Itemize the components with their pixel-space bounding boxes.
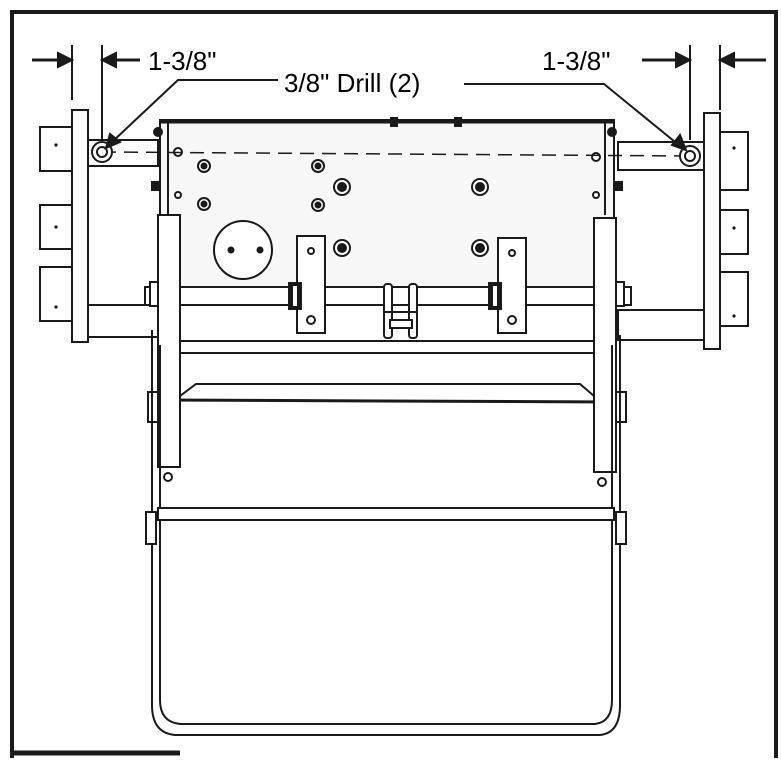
right-dimension-marker — [642, 45, 766, 140]
round-cover — [213, 220, 273, 280]
left-mounting-bracket — [39, 109, 159, 343]
rod-brackets — [288, 235, 527, 339]
drill-centerline — [101, 151, 691, 157]
cross-member — [159, 340, 615, 404]
drill-holes — [91, 141, 701, 167]
drawing-border — [10, 10, 778, 758]
right-mounting-bracket — [617, 112, 749, 350]
lower-frame-loop — [145, 330, 627, 736]
right-dimension-label: 1-3/8" — [542, 46, 611, 76]
plate-holes — [173, 147, 601, 280]
drill-callout-label: 3/8" Drill (2) — [284, 68, 420, 98]
side-arms — [147, 127, 627, 487]
drill-callout-leaders — [104, 79, 688, 152]
left-dimension-marker — [32, 45, 140, 140]
left-dimension-label: 1-3/8" — [148, 46, 217, 76]
